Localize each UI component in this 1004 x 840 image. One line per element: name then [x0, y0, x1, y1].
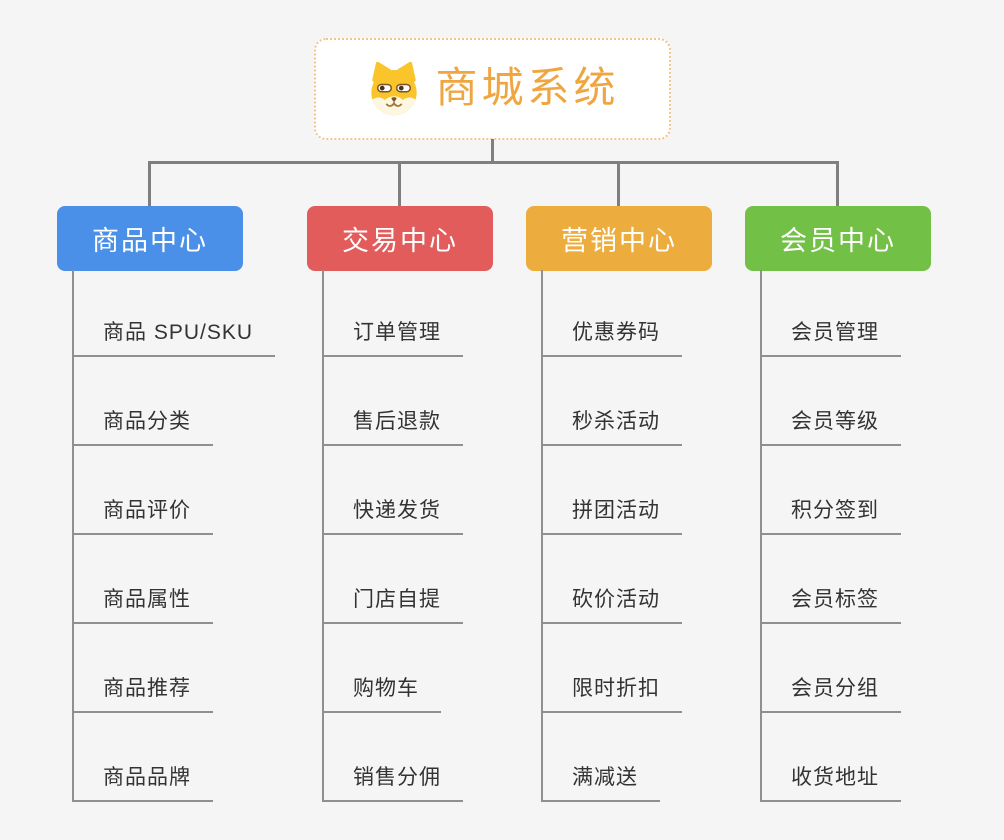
leaf-node[interactable]: 订单管理 — [322, 320, 463, 357]
leaf-node[interactable]: 商品品牌 — [72, 765, 213, 802]
leaf-node[interactable]: 满减送 — [541, 765, 660, 802]
branch-node-3[interactable]: 营销中心 — [526, 206, 712, 271]
root-node[interactable]: 商城系统 — [314, 38, 671, 140]
leaf-node[interactable]: 商品推荐 — [72, 676, 213, 713]
leaf-connector-line-4 — [760, 270, 762, 802]
leaf-node[interactable]: 快递发货 — [322, 498, 463, 535]
leaf-node[interactable]: 商品分类 — [72, 409, 213, 446]
branch-label: 会员中心 — [780, 226, 896, 256]
branch-node-4[interactable]: 会员中心 — [745, 206, 931, 271]
leaf-node[interactable]: 会员等级 — [760, 409, 901, 446]
leaf-node[interactable]: 优惠券码 — [541, 320, 682, 357]
shiba-dog-icon — [371, 61, 418, 116]
leaf-node[interactable]: 购物车 — [322, 676, 441, 713]
leaf-node[interactable]: 门店自提 — [322, 587, 463, 624]
connector-branch-drop-1 — [148, 161, 151, 207]
connector-root-drop — [491, 139, 494, 164]
leaf-node[interactable]: 商品属性 — [72, 587, 213, 624]
branch-label: 商品中心 — [92, 226, 208, 256]
branch-label: 营销中心 — [561, 226, 677, 256]
leaf-node[interactable]: 售后退款 — [322, 409, 463, 446]
connector-bus — [148, 161, 839, 164]
leaf-node[interactable]: 会员管理 — [760, 320, 901, 357]
leaf-node[interactable]: 收货地址 — [760, 765, 901, 802]
leaf-node[interactable]: 会员标签 — [760, 587, 901, 624]
branch-node-2[interactable]: 交易中心 — [307, 206, 493, 271]
leaf-node[interactable]: 会员分组 — [760, 676, 901, 713]
leaf-connector-line-1 — [72, 270, 74, 802]
connector-branch-drop-2 — [398, 161, 401, 207]
connector-branch-drop-4 — [836, 161, 839, 207]
leaf-node[interactable]: 限时折扣 — [541, 676, 682, 713]
leaf-node[interactable]: 砍价活动 — [541, 587, 682, 624]
leaf-connector-line-2 — [322, 270, 324, 802]
leaf-node[interactable]: 商品 SPU/SKU — [72, 320, 276, 357]
branch-label: 交易中心 — [342, 226, 458, 256]
leaf-node[interactable]: 积分签到 — [760, 498, 901, 535]
leaf-connector-line-3 — [541, 270, 543, 802]
leaf-node[interactable]: 秒杀活动 — [541, 409, 682, 446]
leaf-node[interactable]: 商品评价 — [72, 498, 213, 535]
leaf-node[interactable]: 销售分佣 — [322, 765, 463, 802]
root-title: 商城系统 — [435, 64, 620, 111]
connector-branch-drop-3 — [617, 161, 620, 207]
leaf-node[interactable]: 拼团活动 — [541, 498, 682, 535]
branch-node-1[interactable]: 商品中心 — [57, 206, 243, 271]
